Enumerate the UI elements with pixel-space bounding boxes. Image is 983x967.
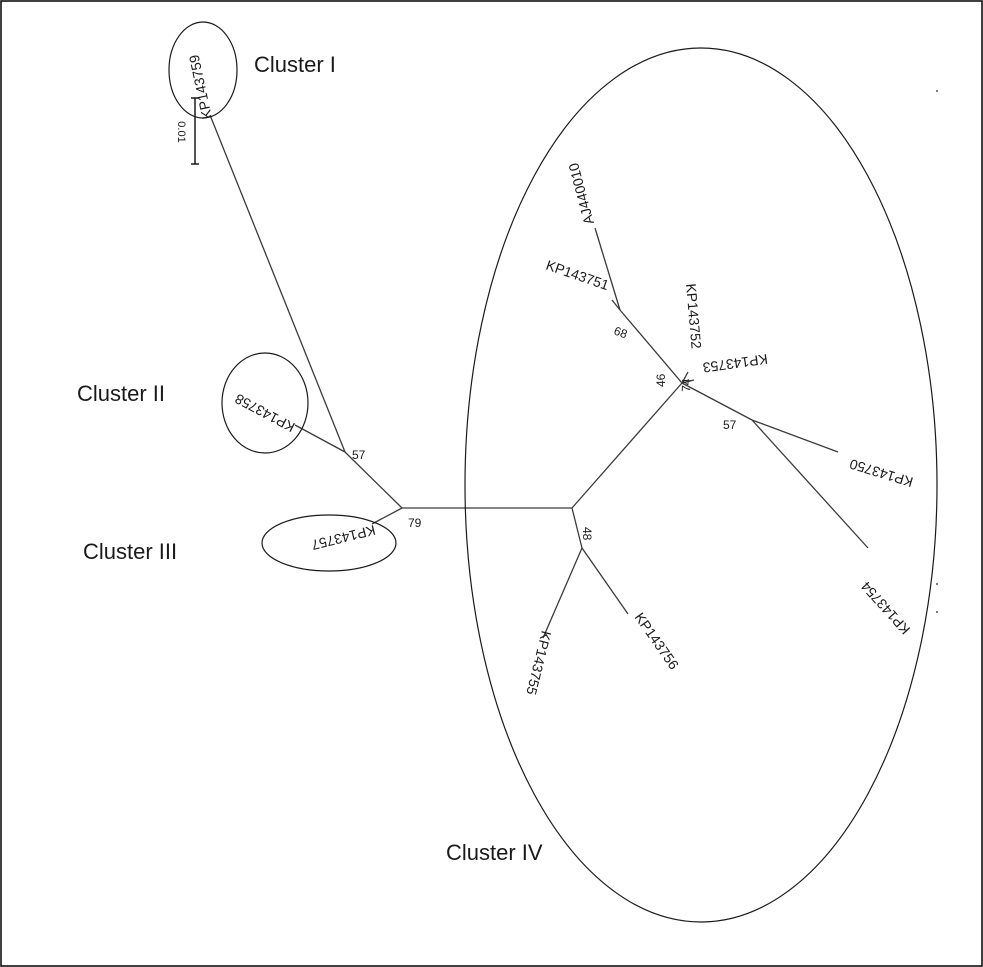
leaf-label-aj440010: AJ440010 <box>565 161 597 226</box>
bootstrap-node-cluster-4-base: 46 <box>654 373 668 387</box>
branch-kp143756 <box>581 547 629 615</box>
leaf-label-kp143756: KP143756 <box>632 610 683 673</box>
bootstrap-node-cluster-1-2: 57 <box>352 448 366 462</box>
edge-speck <box>936 583 938 585</box>
tree-branches <box>209 114 869 639</box>
branch-node46-node57 <box>681 382 753 421</box>
branch-kp143754 <box>751 419 869 549</box>
branch-kp143759 <box>209 114 346 453</box>
leaf-label-kp143750: KP143750 <box>847 456 914 490</box>
cluster-2-label: Cluster II <box>77 381 165 406</box>
leaf-label-kp143757: KP143757 <box>310 522 378 553</box>
leaf-label-kp143752: KP143752 <box>683 283 705 350</box>
scale-bar-group: 0.01 <box>175 97 199 165</box>
leaf-label-kp143754: KP143754 <box>857 578 913 637</box>
bootstrap-node-kp50-54: 57 <box>723 418 737 432</box>
cluster-labels: Cluster I Cluster II Cluster III Cluster… <box>77 52 543 865</box>
leaf-label-kp143753: KP143753 <box>702 351 769 376</box>
edge-speck <box>936 90 938 92</box>
branch-cluster4-lower <box>571 507 583 549</box>
leaf-label-kp143759: KP143759 <box>186 53 215 120</box>
cluster-1-outline <box>168 21 238 119</box>
edge-marks <box>936 90 938 613</box>
leaf-label-kp143751: KP143751 <box>544 257 611 293</box>
scale-bar-label: 0.01 <box>175 121 187 142</box>
cluster-3-label: Cluster III <box>83 539 177 564</box>
cluster-2-outline <box>221 352 309 454</box>
edge-speck <box>936 611 938 613</box>
branch-kp143751 <box>611 299 621 311</box>
branch-kp143752 <box>681 371 689 384</box>
cluster-3-outline <box>261 514 397 572</box>
branch-node57-root <box>344 451 403 509</box>
branch-cluster4-upper <box>571 382 683 509</box>
bootstrap-node-root: 79 <box>408 516 422 530</box>
branch-kp143750 <box>751 419 839 453</box>
bootstrap-node-aj-kp51: 68 <box>612 324 630 342</box>
cluster-outlines <box>168 21 938 923</box>
branch-kp143755 <box>542 547 583 639</box>
cluster-4-label: Cluster IV <box>446 840 543 865</box>
cluster-1-label: Cluster I <box>254 52 336 77</box>
branch-node46-node68 <box>619 309 683 384</box>
bootstrap-values: 57 79 46 68 74 57 48 <box>352 324 737 541</box>
branch-kp143753 <box>681 379 695 384</box>
bootstrap-node-kp52-53: 74 <box>679 378 693 392</box>
branch-aj440010 <box>594 227 621 311</box>
branch-kp143757 <box>371 507 403 525</box>
branch-kp143758 <box>294 424 346 453</box>
leaf-label-kp143755: KP143755 <box>523 629 554 697</box>
bootstrap-node-kp55-56: 48 <box>580 527 594 541</box>
cluster-4-outline <box>464 47 938 923</box>
leaf-label-kp143758: KP143758 <box>232 391 297 436</box>
